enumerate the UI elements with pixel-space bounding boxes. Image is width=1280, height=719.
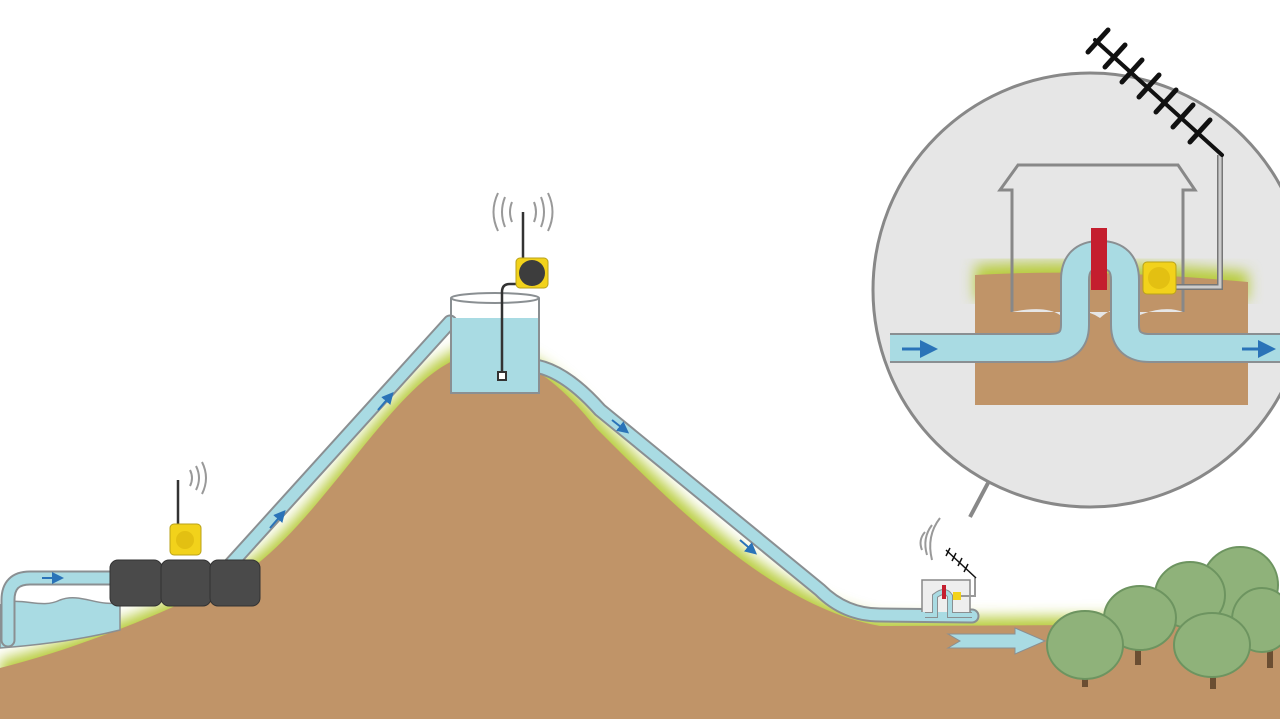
water-tank	[450, 282, 540, 394]
valve-station	[919, 517, 977, 618]
callout-pointer	[968, 482, 990, 518]
pump-sensor	[169, 461, 207, 556]
tank-level-sensor	[492, 192, 554, 289]
orchard-trees	[1046, 546, 1280, 689]
wifi-signal-icon	[919, 517, 941, 561]
hill	[0, 344, 1280, 719]
valve	[1091, 228, 1107, 290]
pumps	[109, 559, 261, 607]
outflow-arrow	[946, 627, 1047, 655]
flow-arrow-icon	[42, 391, 758, 584]
wifi-signal-icon	[492, 192, 554, 232]
pipe-network	[0, 314, 980, 648]
valve-station-detail	[890, 155, 1280, 405]
yagi-antenna-icon	[945, 547, 977, 579]
yagi-antenna-icon	[1085, 27, 1224, 157]
water-source	[0, 596, 121, 649]
wifi-signal-icon	[189, 461, 207, 495]
